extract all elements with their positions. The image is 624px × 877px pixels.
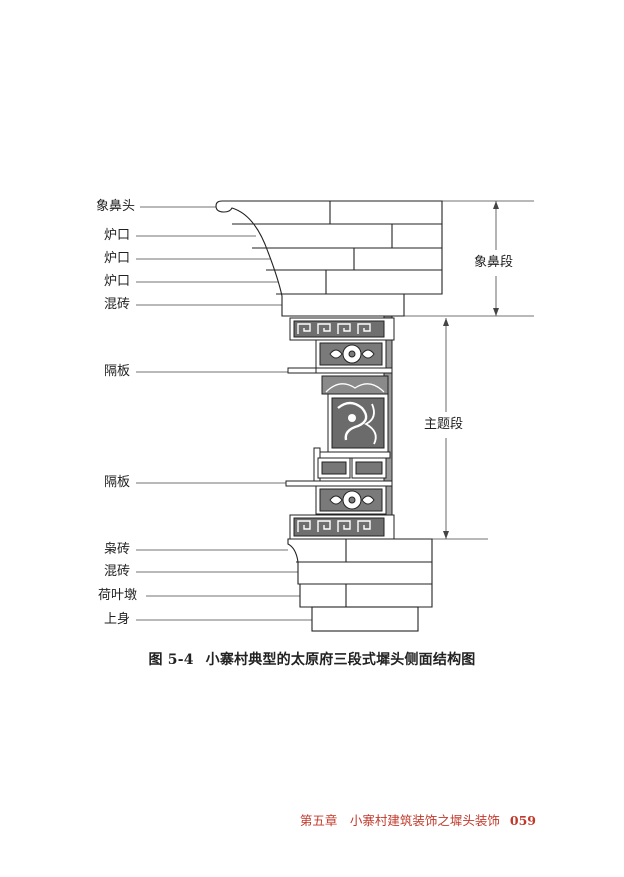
chapter-title: 第五章 小寨村建筑装饰之墀头装饰 (299, 813, 500, 828)
label-shangshen: 上身 (104, 612, 131, 627)
dimension-lines (404, 200, 534, 540)
page-number: 059 (509, 813, 536, 828)
label-xiangbitou: 象鼻头 (96, 199, 136, 214)
label-xiangbiduan: 象鼻段 (474, 255, 514, 270)
figure-number: 图 5-4 (148, 652, 194, 668)
zhuti-section (285, 315, 395, 540)
xiangbi-section (215, 200, 443, 317)
label-hunzhuan-1: 混砖 (104, 297, 131, 312)
label-lukou-1: 炉口 (104, 228, 131, 243)
label-geban-1: 隔板 (104, 364, 131, 379)
leader-lines (136, 206, 312, 621)
label-heyedun: 荷叶墩 (98, 588, 138, 603)
label-lukou-3: 炉口 (104, 274, 131, 289)
base-section (287, 538, 433, 632)
page-footer: 第五章 小寨村建筑装饰之墀头装饰 059 (300, 810, 536, 829)
figure-title: 小寨村典型的太原府三段式墀头侧面结构图 (205, 652, 476, 668)
label-lukou-2: 炉口 (104, 251, 131, 266)
label-zhutiduan: 主题段 (424, 417, 464, 432)
label-hunzhuan-2: 混砖 (104, 564, 131, 579)
figure-caption: 图 5-4 小寨村典型的太原府三段式墀头侧面结构图 (0, 649, 624, 669)
label-xiaozhuan: 枭砖 (104, 542, 131, 557)
label-geban-2: 隔板 (104, 475, 131, 490)
